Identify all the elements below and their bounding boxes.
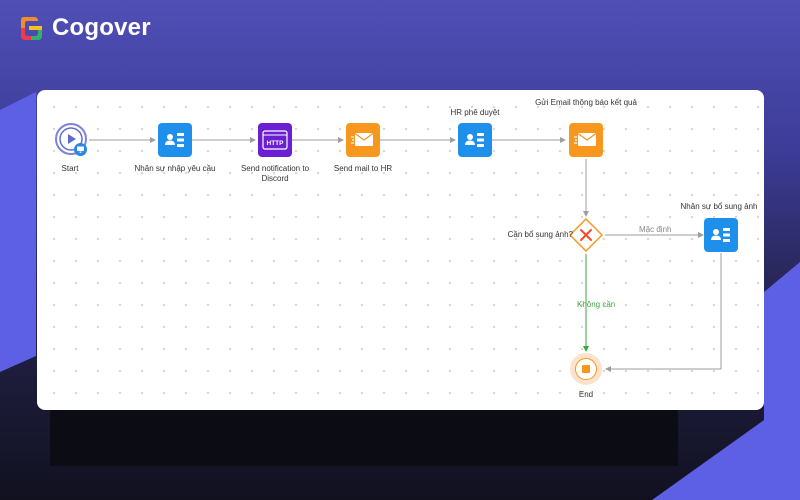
node-hr-phe-duyet[interactable] <box>458 123 492 157</box>
brand-name: Cogover <box>52 14 151 41</box>
edge-label-no: Không cần <box>577 300 616 309</box>
node-gui-email-thong-bao[interactable] <box>569 123 603 157</box>
card-shadow-backdrop <box>50 404 678 466</box>
start-label: Start <box>61 164 79 173</box>
user-task-icon <box>711 228 730 242</box>
mail-icon <box>574 132 597 146</box>
node-send-notification-discord[interactable]: HTTP <box>258 123 292 157</box>
node-label-n6: Nhân sự bổ sung ảnh <box>680 202 758 211</box>
exclusive-gateway-icon[interactable] <box>569 218 603 252</box>
node-send-mail-to-hr[interactable] <box>346 123 380 157</box>
svg-text:HTTP: HTTP <box>267 140 285 147</box>
cogover-logo-icon <box>21 17 42 40</box>
gateway-label: Cần bổ sung ảnh? <box>507 230 573 239</box>
end-label: End <box>578 390 594 399</box>
node-label-n2: Send notification to Discord <box>240 164 310 183</box>
brand-logo[interactable]: Cogover <box>18 14 151 42</box>
edge-label-default: Mặc định <box>639 225 672 234</box>
user-task-icon <box>465 133 484 147</box>
node-label-n4: HR phê duyệt <box>450 108 500 117</box>
node-nhan-su-bo-sung-anh[interactable] <box>704 218 738 252</box>
end-event[interactable] <box>570 353 602 385</box>
workflow-canvas[interactable]: Start Nhân sự nhập yêu cầu HTTP Send not… <box>37 90 764 410</box>
http-icon: HTTP <box>262 130 288 150</box>
workflow-edges <box>89 137 722 372</box>
mail-icon <box>351 132 374 146</box>
node-label-n1: Nhân sự nhập yêu cầu <box>134 164 216 173</box>
node-label-n5: Gửi Email thông báo kết quả <box>535 98 637 107</box>
edge-n6-end <box>605 253 722 372</box>
user-task-icon <box>165 133 184 147</box>
monitor-badge-icon <box>74 143 87 156</box>
node-nhan-su-nhap-yeu-cau[interactable] <box>158 123 192 157</box>
node-label-n3: Send mail to HR <box>333 164 393 173</box>
stop-icon <box>575 358 597 380</box>
